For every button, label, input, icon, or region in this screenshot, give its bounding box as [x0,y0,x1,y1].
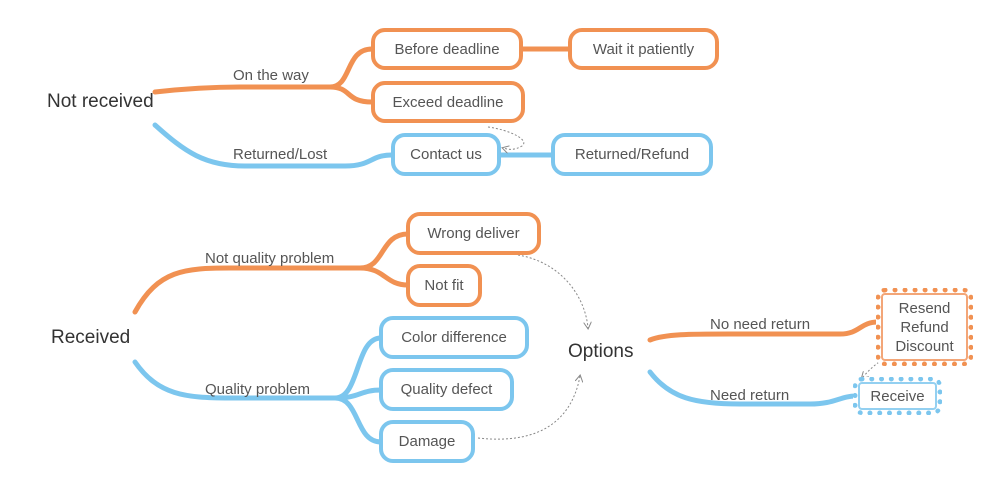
node-damage[interactable]: Damage [379,420,475,463]
branch-label-no-need-return[interactable]: No need return [710,316,811,333]
link-on-the-way-exceed-deadline [327,84,375,105]
node-before-deadline[interactable]: Before deadline [371,28,523,70]
node-resend-refund-discount[interactable]: Resend Refund Discount [876,288,973,366]
node-contact-us[interactable]: Contact us [391,133,501,176]
link-received-quality [132,359,338,401]
link-not-received-on-the-way [152,84,333,95]
discount-text: Discount [895,337,954,355]
refund-text: Refund [900,318,949,336]
relation-damage-to-options [477,376,580,440]
root-options[interactable]: Options [568,341,634,362]
node-exceed-deadline[interactable]: Exceed deadline [371,81,525,123]
node-color-difference[interactable]: Color difference [379,316,529,359]
node-quality-defect[interactable]: Quality defect [379,368,514,411]
root-received[interactable]: Received [51,327,131,348]
link-options-need-return [647,369,859,407]
node-returned-refund[interactable]: Returned/Refund [551,133,713,176]
root-not-received[interactable]: Not received [47,91,154,112]
resend-text: Resend [898,299,951,317]
branch-label-returned-lost[interactable]: Returned/Lost [233,146,328,163]
branch-label-need-return[interactable]: Need return [710,387,790,404]
link-options-no-need-return [647,319,881,343]
branch-label-not-quality-problem[interactable]: Not quality problem [205,250,335,267]
branch-label-quality-problem[interactable]: Quality problem [205,381,311,398]
link-received-not-quality [132,265,363,315]
link-quality-damage [332,395,384,445]
link-not-received-returned-lost [152,122,395,169]
link-not-quality-wrong-deliver [357,231,411,271]
node-wait-patiently[interactable]: Wait it patiently [568,28,719,70]
node-receive[interactable]: Receive [853,377,942,415]
relation-exceed-to-contact [487,126,525,149]
node-not-fit[interactable]: Not fit [406,264,482,307]
link-not-quality-not-fit [357,265,411,288]
node-wrong-deliver[interactable]: Wrong deliver [406,212,541,255]
link-on-the-way-before-deadline [327,46,375,90]
relation-wrong-deliver-to-options [517,254,588,328]
branch-label-on-the-way[interactable]: On the way [233,67,309,84]
